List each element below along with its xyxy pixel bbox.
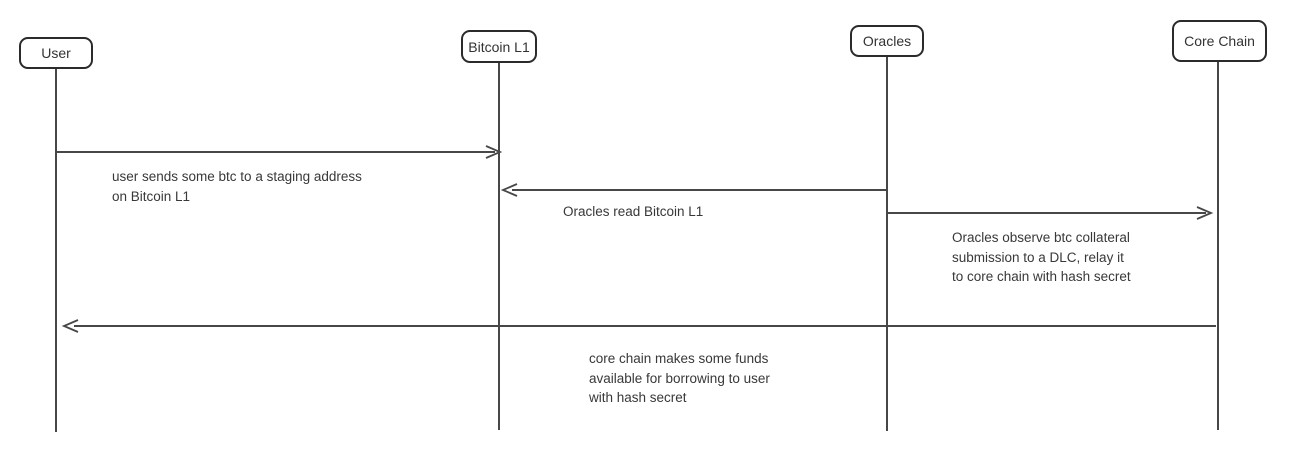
message-2-label: Oracles read Bitcoin L1: [563, 204, 704, 219]
message-2-line: [512, 189, 887, 191]
message-3-label: Oracles observe btc collateral submissio…: [952, 230, 1131, 284]
actor-label-core-chain: Core Chain: [1184, 33, 1255, 49]
lifeline-bitcoin-l1: [498, 63, 500, 430]
actor-box-core-chain: Core Chain: [1172, 20, 1267, 62]
actor-box-oracles: Oracles: [850, 25, 924, 57]
message-3-line: [888, 212, 1206, 214]
arrowhead-right-icon: [485, 145, 503, 159]
actor-box-user: User: [19, 37, 93, 69]
lifeline-user: [55, 69, 57, 432]
arrowhead-left-icon: [61, 319, 79, 333]
arrowhead-left-icon: [500, 183, 518, 197]
lifeline-oracles: [886, 57, 888, 431]
actor-label-oracles: Oracles: [862, 33, 912, 49]
message-1-label: user sends some btc to a staging address…: [112, 169, 362, 204]
arrowhead-right-icon: [1196, 206, 1214, 220]
message-4-line: [74, 325, 1216, 327]
actor-box-bitcoin-l1: Bitcoin L1: [461, 30, 537, 63]
lifeline-core-chain: [1217, 62, 1219, 430]
message-1-line: [57, 151, 495, 153]
message-4-label: core chain makes some funds available fo…: [589, 351, 770, 405]
actor-label-user: User: [41, 45, 71, 61]
actor-label-bitcoin-l1: Bitcoin L1: [468, 38, 530, 55]
